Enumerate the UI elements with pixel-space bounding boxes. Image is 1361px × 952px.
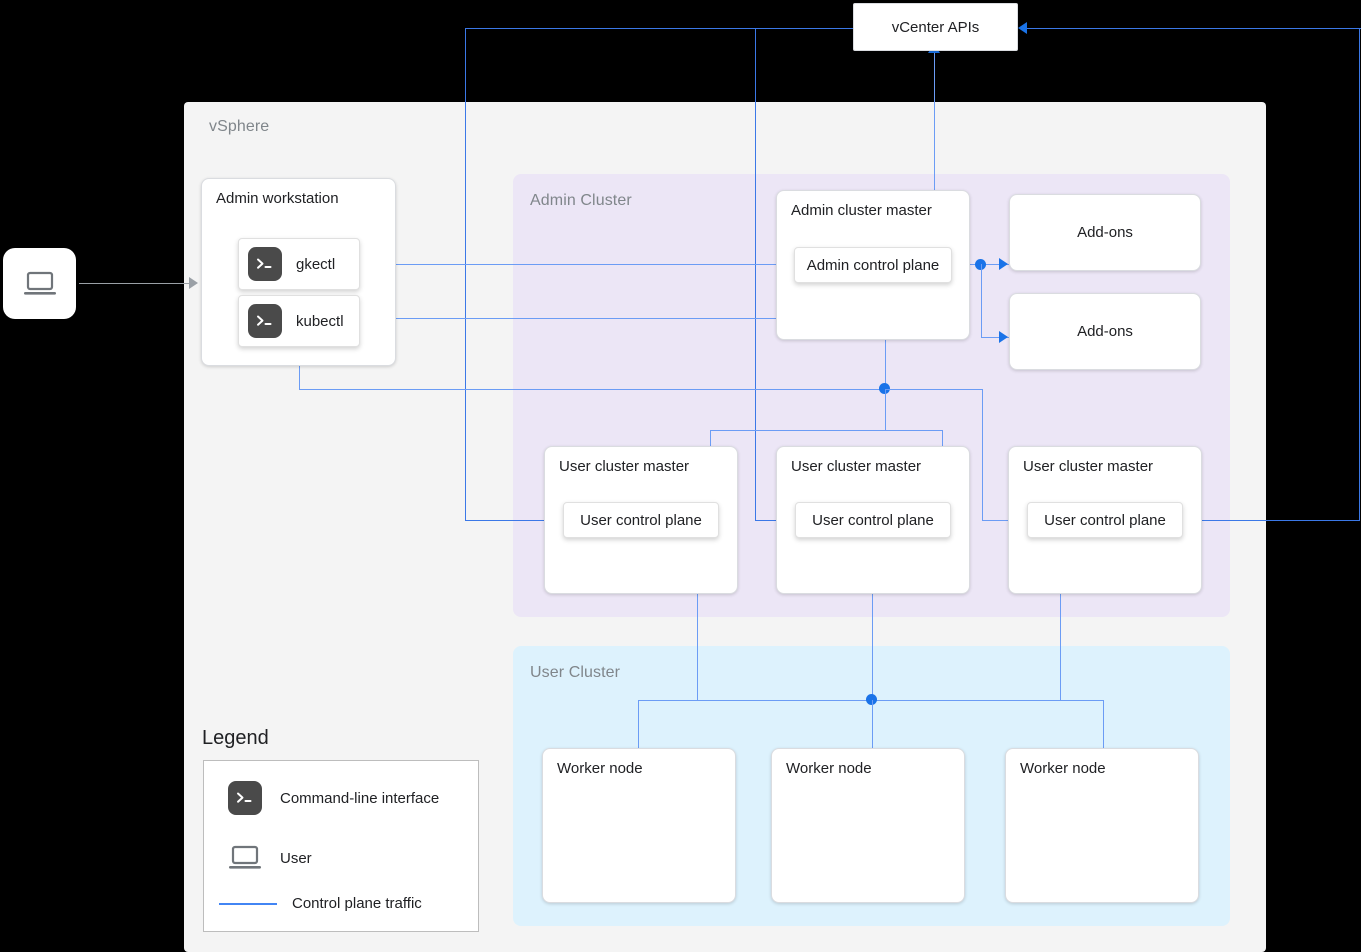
conn-vcenter-drop-b	[755, 28, 756, 521]
worker-node-title-2: Worker node	[786, 760, 872, 777]
vsphere-label: vSphere	[209, 118, 270, 135]
line-swatch-icon	[219, 902, 277, 905]
arrow-into-vcenter-right	[1018, 22, 1027, 34]
conn-drop-a-to-cp1	[465, 520, 578, 521]
arrow-to-addon-1	[999, 258, 1008, 270]
conn-junction-left	[710, 430, 886, 431]
user-cluster-master-title-3: User cluster master	[1023, 458, 1154, 475]
cli-gkectl[interactable]: gkectl	[238, 238, 360, 290]
legend-label-traffic: Control plane traffic	[292, 895, 422, 912]
laptop-icon	[23, 271, 56, 295]
legend-item-cli: Command-line interface	[228, 781, 439, 815]
user-entity-tile[interactable]	[3, 248, 76, 319]
conn-right-branch-down	[982, 389, 983, 520]
user-control-plane-box-3[interactable]: User control plane	[1027, 502, 1183, 538]
conn-to-worker-2	[872, 700, 873, 748]
arrow-user-to-workstation	[189, 277, 198, 289]
user-cluster-master-title-2: User cluster master	[791, 458, 922, 475]
admin-cluster-label: Admin Cluster	[530, 192, 632, 209]
conn-user-to-workstation	[79, 283, 191, 284]
conn-right-branch-into-cp3	[982, 520, 1027, 521]
conn-cp1-down	[697, 538, 698, 700]
addon-box-1[interactable]: Add-ons	[1009, 194, 1201, 271]
conn-bus-389	[299, 389, 885, 390]
worker-node-box-2[interactable]: Worker node	[771, 748, 965, 903]
vcenter-apis-label: vCenter APIs	[891, 18, 980, 36]
terminal-icon	[228, 781, 262, 815]
admin-control-plane-label: Admin control plane	[806, 256, 940, 274]
conn-right-to-user-cp3	[1184, 520, 1360, 521]
user-cluster-label: User Cluster	[530, 664, 621, 681]
conn-admincp-to-vcenter	[934, 52, 935, 252]
conn-right-top	[1027, 28, 1361, 29]
junction-dot-workers	[866, 694, 877, 705]
terminal-icon	[248, 247, 282, 281]
conn-top-bus	[465, 28, 1008, 29]
conn-right-edge-vertical	[1359, 28, 1360, 520]
addon-label-2: Add-ons	[1077, 323, 1133, 340]
legend-item-traffic: Control plane traffic	[219, 895, 422, 912]
conn-cp3-down	[1060, 538, 1061, 700]
user-control-plane-label-3: User control plane	[1044, 511, 1166, 529]
conn-cp2-down	[872, 538, 873, 700]
cli-gkectl-label: gkectl	[296, 255, 336, 273]
conn-vcenter-drop-a	[465, 28, 466, 521]
addon-label-1: Add-ons	[1077, 224, 1133, 241]
addon-box-2[interactable]: Add-ons	[1009, 293, 1201, 370]
user-control-plane-box-2[interactable]: User control plane	[795, 502, 951, 538]
legend-title: Legend	[202, 727, 269, 749]
conn-to-worker-1	[638, 700, 639, 748]
junction-dot-addons	[975, 259, 986, 270]
user-cluster-master-title-1: User cluster master	[559, 458, 690, 475]
junction-dot-user-cps	[879, 383, 890, 394]
worker-node-box-1[interactable]: Worker node	[542, 748, 736, 903]
worker-node-title-1: Worker node	[557, 760, 643, 777]
user-control-plane-label-2: User control plane	[812, 511, 934, 529]
arrow-to-addon-2	[999, 331, 1008, 343]
conn-kubectl-right	[360, 318, 876, 319]
cli-kubectl[interactable]: kubectl	[238, 295, 360, 347]
conn-to-worker-3	[1103, 700, 1104, 748]
worker-node-box-3[interactable]: Worker node	[1005, 748, 1199, 903]
vcenter-apis-box[interactable]: vCenter APIs	[853, 3, 1018, 51]
conn-to-addon-2	[981, 337, 1009, 338]
terminal-icon	[248, 304, 282, 338]
worker-node-title-3: Worker node	[1020, 760, 1106, 777]
conn-junction-mid	[885, 430, 943, 431]
admin-control-plane-box[interactable]: Admin control plane	[794, 247, 952, 283]
legend-label-user: User	[280, 849, 312, 867]
admin-cluster-master-title: Admin cluster master	[791, 202, 932, 219]
user-control-plane-box-1[interactable]: User control plane	[563, 502, 719, 538]
user-control-plane-label-1: User control plane	[580, 511, 702, 529]
legend-label-cli: Command-line interface	[280, 789, 440, 807]
cli-kubectl-label: kubectl	[296, 312, 344, 330]
admin-workstation-title: Admin workstation	[216, 190, 339, 207]
conn-junction-stem-down-left	[885, 389, 886, 431]
laptop-icon	[229, 845, 261, 869]
conn-gkectl-to-admincp	[360, 264, 784, 265]
conn-addons-stem	[981, 264, 982, 337]
legend-item-user: User	[228, 845, 312, 871]
conn-junction-right	[885, 389, 983, 390]
